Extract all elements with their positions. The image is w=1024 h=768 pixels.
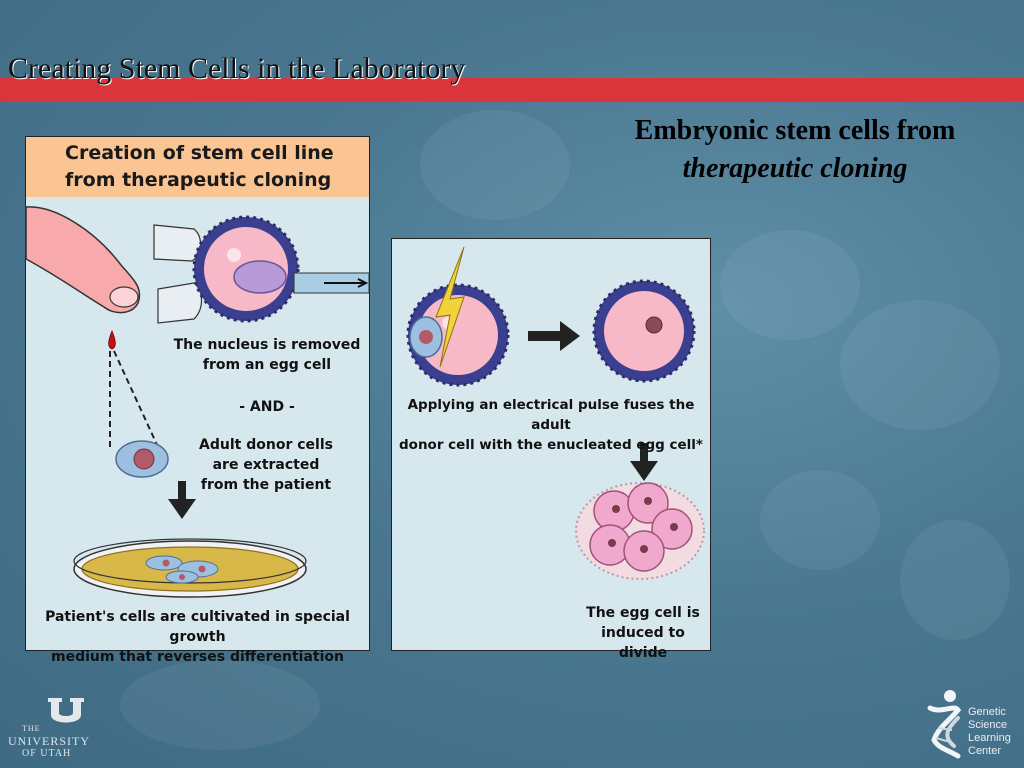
caption-line: are extracted bbox=[212, 457, 320, 473]
caption-line: Adult donor cells bbox=[199, 437, 333, 453]
cloning-steps-panel: Creation of stem cell line from therapeu… bbox=[25, 136, 370, 665]
panel-header-line-1: Creation of stem cell line bbox=[65, 142, 334, 164]
arrow-down-icon bbox=[168, 481, 196, 519]
caption-divide: The egg cell is induced to divide bbox=[578, 603, 708, 663]
title-bar bbox=[0, 78, 1024, 102]
slide-title: Creating Stem Cells in the Laboratory bbox=[8, 52, 466, 85]
caption-line: from an egg cell bbox=[202, 357, 332, 373]
gslc-line: Learning bbox=[968, 732, 1011, 744]
caption-line: The nucleus is removed bbox=[173, 337, 361, 353]
caption-donor-cells: Adult donor cells are extracted from the… bbox=[186, 435, 346, 495]
donor-cell-icon bbox=[409, 316, 443, 358]
gslc-line: Center bbox=[968, 745, 1002, 757]
caption-line: from the patient bbox=[200, 477, 332, 493]
gslc-line: Genetic bbox=[968, 706, 1006, 718]
background-cell bbox=[120, 660, 320, 750]
caption-and: - AND - bbox=[239, 399, 295, 415]
caption-line: donor cell with the enucleated egg cell* bbox=[399, 437, 703, 453]
caption-line: Patient's cells are cultivated in specia… bbox=[45, 609, 350, 645]
arrow-down-icon bbox=[630, 443, 658, 481]
dashed-line bbox=[113, 350, 159, 448]
u-block-icon bbox=[48, 698, 84, 723]
arrow-right-icon bbox=[528, 321, 580, 351]
panel-header: Creation of stem cell line from therapeu… bbox=[26, 137, 369, 197]
caption-line: Applying an electrical pulse fuses the a… bbox=[407, 397, 695, 433]
slide-heading: Embryonic stem cells from therapeutic cl… bbox=[585, 112, 1005, 188]
utah-logo-university: UNIVERSITY bbox=[8, 734, 90, 748]
gslc-logo: Genetic Science Learning Center bbox=[924, 688, 1024, 764]
fusion-steps-illustration bbox=[406, 246, 705, 580]
utah-logo-the: THE bbox=[22, 724, 41, 733]
background-cell bbox=[840, 300, 1000, 430]
cloning-steps-illustration bbox=[25, 206, 370, 598]
panel-header-line-2: from therapeutic cloning bbox=[65, 169, 332, 191]
cell-cluster-icon bbox=[575, 482, 705, 580]
background-cell bbox=[720, 230, 860, 340]
heading-line-2: therapeutic cloning bbox=[682, 153, 908, 184]
utah-logo-of-utah: OF UTAH bbox=[22, 748, 72, 759]
pipette-icon bbox=[293, 272, 370, 294]
background-cell bbox=[900, 520, 1010, 640]
university-of-utah-logo: THE UNIVERSITY OF UTAH bbox=[8, 698, 100, 760]
gslc-logo-text: Genetic Science Learning Center bbox=[968, 706, 1011, 758]
egg-cell-icon bbox=[592, 279, 696, 383]
caption-cultivated: Patient's cells are cultivated in specia… bbox=[26, 607, 369, 667]
donor-cell-icon bbox=[115, 440, 169, 478]
caption-nucleus-removed: The nucleus is removed from an egg cell bbox=[172, 335, 362, 375]
egg-cell-icon bbox=[192, 215, 300, 323]
background-cell bbox=[760, 470, 880, 570]
finger-icon bbox=[25, 206, 141, 314]
heading-line-1: Embryonic stem cells from bbox=[634, 115, 956, 146]
lightning-icon bbox=[435, 246, 465, 368]
dna-figure-icon bbox=[927, 690, 962, 759]
egg-cell-icon bbox=[406, 283, 510, 387]
pipette-holder-icon bbox=[153, 224, 203, 324]
blood-drop-icon bbox=[108, 329, 116, 350]
fusion-steps-panel: Applying an electrical pulse fuses the a… bbox=[391, 238, 711, 661]
caption-electrical-pulse: Applying an electrical pulse fuses the a… bbox=[394, 395, 708, 455]
caption-line: medium that reverses differentiation bbox=[50, 649, 344, 665]
background-cell bbox=[420, 110, 570, 220]
caption-line: induced to divide bbox=[601, 625, 685, 661]
petri-dish-icon bbox=[73, 538, 307, 598]
caption-line: The egg cell is bbox=[586, 605, 700, 621]
gslc-line: Science bbox=[968, 719, 1008, 731]
